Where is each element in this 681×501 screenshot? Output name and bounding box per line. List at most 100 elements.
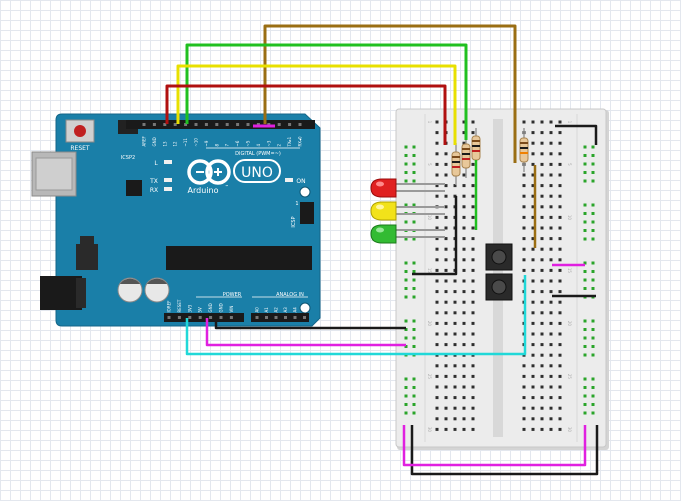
breadboard-hole[interactable] (522, 226, 526, 230)
breadboard-hole[interactable] (471, 396, 475, 400)
breadboard-hole[interactable] (471, 406, 475, 410)
reset-button-cap[interactable] (74, 125, 86, 137)
rail-hole[interactable] (412, 162, 416, 166)
rail-hole[interactable] (412, 287, 416, 290)
breadboard-hole[interactable] (462, 194, 466, 198)
header-pin[interactable] (277, 123, 281, 126)
rail-hole[interactable] (583, 171, 587, 174)
breadboard-hole[interactable] (444, 162, 448, 166)
breadboard-hole[interactable] (471, 237, 475, 241)
rail-hole[interactable] (404, 328, 408, 331)
breadboard-hole[interactable] (462, 247, 466, 251)
breadboard-hole[interactable] (558, 141, 562, 145)
rail-hole[interactable] (404, 295, 408, 299)
breadboard-hole[interactable] (444, 300, 448, 304)
breadboard-hole[interactable] (531, 427, 535, 431)
breadboard-hole[interactable] (435, 162, 439, 166)
breadboard-hole[interactable] (471, 427, 475, 431)
breadboard-hole[interactable] (435, 237, 439, 241)
breadboard-hole[interactable] (540, 417, 544, 421)
breadboard-hole[interactable] (453, 364, 457, 368)
breadboard-hole[interactable] (435, 184, 439, 188)
rail-hole[interactable] (591, 162, 595, 166)
rail-hole[interactable] (583, 345, 587, 348)
breadboard-hole[interactable] (531, 374, 535, 378)
resistor-1[interactable] (451, 143, 461, 185)
breadboard-hole[interactable] (531, 205, 535, 209)
rail-hole[interactable] (412, 154, 416, 157)
breadboard-hole[interactable] (540, 353, 544, 357)
breadboard-hole[interactable] (531, 141, 535, 145)
rail-hole[interactable] (412, 179, 416, 183)
breadboard-hole[interactable] (549, 184, 553, 188)
breadboard-hole[interactable] (540, 215, 544, 219)
breadboard-hole[interactable] (549, 173, 553, 177)
rail-hole[interactable] (412, 411, 416, 415)
breadboard-hole[interactable] (531, 120, 535, 124)
breadboard-hole[interactable] (531, 247, 535, 251)
breadboard-hole[interactable] (558, 226, 562, 230)
header-pin[interactable] (284, 316, 287, 319)
breadboard-hole[interactable] (549, 427, 553, 431)
breadboard-hole[interactable] (558, 374, 562, 378)
rail-hole[interactable] (583, 203, 587, 207)
rail-hole[interactable] (583, 319, 587, 323)
rail-hole[interactable] (591, 203, 595, 207)
breadboard-hole[interactable] (549, 385, 553, 389)
breadboard-hole[interactable] (444, 226, 448, 230)
rail-hole[interactable] (583, 336, 587, 340)
breadboard-hole[interactable] (444, 385, 448, 389)
wire-magenta-bottom[interactable] (402, 425, 587, 467)
breadboard-hole[interactable] (462, 427, 466, 431)
rail-hole[interactable] (583, 270, 587, 273)
breadboard-hole[interactable] (540, 205, 544, 209)
breadboard-hole[interactable] (558, 237, 562, 241)
rail-hole[interactable] (404, 261, 408, 265)
led-green[interactable] (370, 224, 445, 244)
breadboard-hole[interactable] (522, 258, 526, 262)
breadboard-hole[interactable] (471, 194, 475, 198)
rail-hole[interactable] (591, 336, 595, 340)
rail-hole[interactable] (583, 229, 587, 232)
breadboard-hole[interactable] (522, 120, 526, 124)
rail-hole[interactable] (412, 319, 416, 323)
breadboard-hole[interactable] (522, 237, 526, 241)
rail-hole[interactable] (404, 237, 408, 241)
header-pin[interactable] (152, 123, 156, 126)
resistor-4[interactable] (519, 128, 529, 172)
rail-hole[interactable] (583, 386, 587, 389)
breadboard-hole[interactable] (462, 131, 466, 135)
breadboard-hole[interactable] (531, 184, 535, 188)
breadboard-hole[interactable] (558, 268, 562, 272)
breadboard-hole[interactable] (435, 396, 439, 400)
breadboard-hole[interactable] (435, 321, 439, 325)
breadboard-hole[interactable] (540, 343, 544, 347)
breadboard-hole[interactable] (531, 332, 535, 336)
breadboard-hole[interactable] (471, 385, 475, 389)
rail-hole[interactable] (404, 203, 408, 207)
breadboard-hole[interactable] (531, 406, 535, 410)
breadboard-hole[interactable] (540, 131, 544, 135)
wire-cyan[interactable] (185, 275, 527, 356)
breadboard-hole[interactable] (531, 353, 535, 357)
rail-hole[interactable] (404, 377, 408, 381)
rail-hole[interactable] (412, 278, 416, 282)
breadboard-hole[interactable] (549, 321, 553, 325)
wire-red[interactable] (165, 84, 447, 145)
rail-hole[interactable] (591, 377, 595, 381)
header-pin[interactable] (163, 123, 167, 126)
breadboard-hole[interactable] (471, 205, 475, 209)
breadboard-hole[interactable] (435, 406, 439, 410)
breadboard-hole[interactable] (471, 374, 475, 378)
rail-hole[interactable] (591, 403, 595, 406)
header-pin[interactable] (167, 316, 171, 319)
rail-hole[interactable] (583, 162, 587, 166)
header-pin[interactable] (246, 123, 250, 126)
wire-magenta-5v[interactable] (205, 318, 406, 347)
breadboard-hole[interactable] (435, 332, 439, 336)
breadboard-hole[interactable] (435, 364, 439, 368)
breadboard-hole[interactable] (549, 120, 553, 124)
breadboard-hole[interactable] (531, 385, 535, 389)
header-pin[interactable] (215, 123, 219, 126)
breadboard-hole[interactable] (435, 279, 439, 283)
